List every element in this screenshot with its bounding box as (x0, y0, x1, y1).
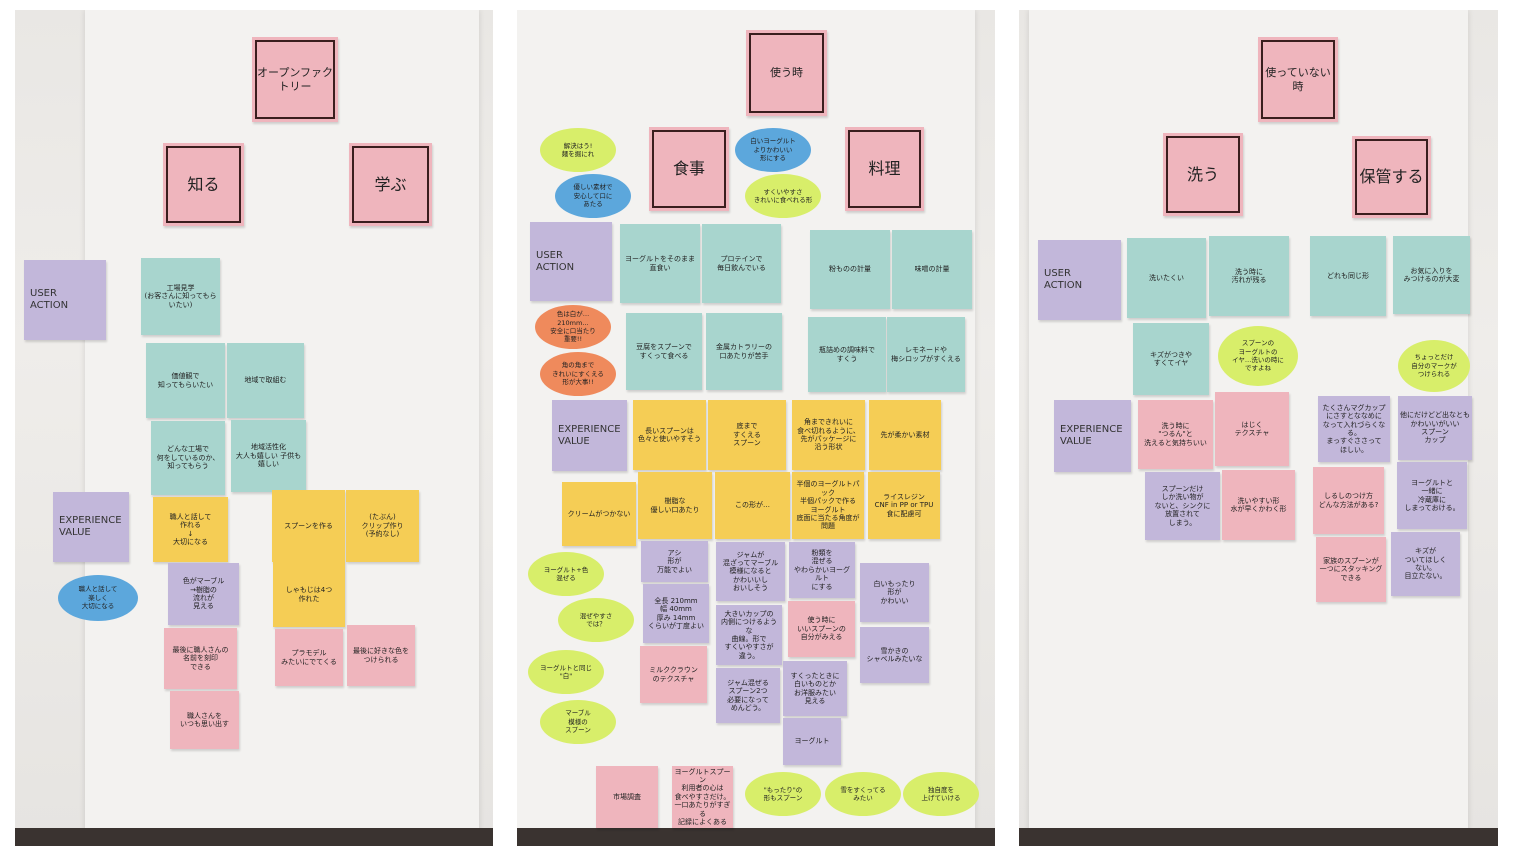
idea-note: 家族のスプーンが 一つにスタッキング できる (1316, 537, 1386, 602)
phase-title-note: 使う時 (746, 30, 827, 116)
row-label-note: EXPERIENCE VALUE (552, 400, 627, 471)
row-label-note: EXPERIENCE VALUE (53, 492, 129, 562)
comment-bubble: 雪をすくってる みたい (825, 772, 901, 816)
user-action-note: 地域活性化 大人も嬉しい 子供も嬉しい (231, 420, 306, 492)
user-action-note: 瓶詰めの調味料で すくう (808, 317, 886, 392)
user-action-note: お気に入りを みつけるのが大変 (1393, 236, 1470, 314)
user-action-note: キズがつきや すくてイヤ (1133, 323, 1209, 395)
comment-bubble: 解決はう! 麺を掘にれ (540, 128, 616, 172)
idea-note: 洗う時に "つるん"と 洗えると気持ちいい (1138, 400, 1213, 469)
floor (517, 828, 995, 846)
experience-note: クリームがつかない (562, 482, 636, 546)
detail-note: ジャムが 混ざってマーブル 模様になると かわいいし おいしそう (716, 542, 785, 601)
detail-note: キズが ついてほしく ない。 目立たない。 (1391, 532, 1460, 596)
idea-note: 洗いやすい形 水が早くかわく形 (1222, 470, 1295, 540)
detail-note: 全長 210mm 幅 40mm 厚み 14mm くらいが丁度よい (643, 584, 709, 643)
row-label-note: USER ACTION (1038, 240, 1121, 320)
stage-note: 料理 (845, 127, 924, 211)
detail-note: 色がマーブル →樹脂の 流れが 見える (168, 563, 239, 625)
detail-note: スプーンだけ しか洗い物が ないと、シンクに 放置されて しまう。 (1145, 472, 1220, 540)
floor (1019, 828, 1498, 846)
comment-bubble: 独自度を 上げていける (903, 772, 979, 816)
comment-bubble: 白いヨーグルト よりかわいい 形にする (735, 128, 811, 172)
detail-note: 他にだけどど出なとも かわいいがいい スプーン カップ (1398, 396, 1472, 460)
experience-note: 半個のヨーグルトパック 半個パックで作る ヨーグルト 底面に当たる角度が 問題 (792, 472, 864, 539)
idea-note: プラモデル みたいにでてくる (275, 629, 343, 686)
experience-note: スプーンを作る (272, 490, 345, 562)
experience-note: 底まで すくえる スプーン (708, 400, 786, 470)
experience-note: しゃもじは4つ 作れた (273, 562, 345, 627)
idea-note: 職人さんを いつも思い出す (170, 691, 239, 749)
user-action-note: 洗いたくい (1127, 238, 1206, 318)
comment-bubble: 職人と話して 楽しく 大切になる (58, 575, 138, 621)
idea-note: ミルククラウン のテクスチャ (640, 646, 707, 703)
detail-note: たくさんマグカップ にさすとななめに なって入れづらくなる。 まっすぐささって … (1318, 396, 1390, 462)
stage-note: 知る (163, 143, 244, 226)
stage-note: 食事 (649, 127, 729, 211)
detail-note: ヨーグルト (783, 718, 841, 765)
experience-note: ライスレジン CNF in PP or TPU 食に配慮可 (868, 472, 940, 539)
row-label-note: EXPERIENCE VALUE (1054, 400, 1131, 472)
user-action-note: ヨーグルトをそのまま 直食い (620, 224, 700, 303)
stage-note: 学ぶ (349, 143, 432, 226)
comment-bubble: 混ぜやすさ では？ (558, 598, 634, 642)
comment-bubble: すくいやすさ きれいに食べれる形 (745, 174, 821, 218)
comment-bubble: 優しい素材で 安心して口に あたる (555, 174, 631, 218)
idea-note: 市場調査 (596, 766, 658, 828)
comment-bubble: "もったり"の 形もスプーン (745, 772, 821, 816)
detail-note: ジャム混ぜる スプーン2つ 必要になって めんどう。 (716, 668, 780, 723)
detail-note: すくったときに 白いものとか お洋服みたい 見える (783, 661, 847, 716)
detail-note: 雪かきの シャベルみたいな (860, 627, 929, 683)
detail-note: 大きいカップの 内側につけるような 曲線。形で すくいやすさが 違う。 (716, 605, 782, 665)
detail-note: アシ 形が 万能でよい (641, 541, 708, 582)
user-action-note: どんな工場で 何をしているのか、 知ってもらう (151, 421, 225, 495)
stage-note: 洗う (1163, 133, 1243, 216)
row-label-note: USER ACTION (530, 222, 612, 301)
comment-bubble: 角の角まで きれいにすくえる 形が大事!! (540, 352, 616, 396)
phase-title-note: 使っていない時 (1258, 37, 1338, 122)
comment-bubble: ヨーグルトと同じ "白" (528, 650, 604, 694)
comment-bubble: ヨーグルト+色 混ぜる (528, 552, 604, 596)
experience-note: 樹脂な 優しい口あたり (638, 472, 712, 539)
comment-bubble: スプーンの ヨーグルトの イヤ…洗いの時に ですよね (1218, 326, 1298, 386)
user-action-note: 価値観で 知ってもらいたい (146, 343, 225, 418)
user-action-note: 金属カトラリーの 口あたりが苦手 (706, 313, 782, 390)
row-label-note: USER ACTION (24, 260, 106, 340)
user-action-note: レモネードや 梅シロップがすくえる (887, 317, 965, 392)
user-action-note: 粉ものの計量 (810, 230, 890, 309)
comment-bubble: マーブル 模様の スプーン (540, 700, 616, 744)
experience-note: 先が柔かい素材 (869, 400, 941, 470)
comment-bubble: 色は白が… 210mm… 安全に口当たり 重要!! (535, 305, 611, 349)
experience-note: 職人と話して 作れる ↓ 大切になる (153, 497, 228, 562)
idea-note: 使う時に いいスプーンの 自分がみえる (788, 601, 855, 657)
detail-note: 粉類を 混ぜる やわらかいヨーグルト にする (789, 542, 855, 598)
user-action-note: 豆腐をスプーンで すくって食べる (626, 313, 702, 390)
user-action-note: 工場見学 (お客さんに知ってもらいたい) (141, 258, 220, 335)
idea-note: ヨーグルトスプーン 利用者の心は 食べやすさだけ。 一口あたりがすぎる 記録によ… (672, 766, 733, 828)
detail-note: ヨーグルトと 一緒に 冷蔵庫に しまっておける。 (1397, 462, 1467, 529)
comment-bubble: ちょっとだけ 自分のマークが つけられる (1398, 340, 1470, 392)
experience-note: この形が… (715, 472, 790, 539)
floor (15, 828, 493, 846)
user-action-note: プロテインで 毎日飲んでいる (702, 224, 781, 303)
experience-note: 長いスプーンは 色々と使いやすそう (633, 400, 706, 470)
stage-note: 保管する (1352, 136, 1431, 218)
idea-note: 最後に好きな色を つけられる (347, 625, 415, 686)
journey-board-open-factory: オープンファクトリー知る 学ぶ USER ACTION 工場見学 (お客さんに知っても… (15, 10, 493, 846)
user-action-note: 洗う時に 汚れが残る (1209, 236, 1289, 316)
idea-note: はじく テクスチャ (1215, 392, 1289, 466)
user-action-note: 味噌の計量 (892, 230, 972, 309)
idea-note: 最後に職人さんの 名前を刻印 できる (164, 628, 237, 689)
user-action-note: どれも同じ形 (1310, 236, 1386, 316)
idea-note: しるしのつけ方 どんな方法がある? (1313, 467, 1384, 534)
phase-title-note: オープンファクトリー (252, 37, 338, 122)
experience-note: 角まできれいに 食べ切れるように、 先がパッケージに 沿う形状 (792, 400, 865, 470)
user-action-note: 地域で取組む (227, 343, 304, 418)
detail-note: 白いもったり 形が かわいい (860, 563, 929, 622)
experience-note: (たぶん) クリップ作り (予約なし) (346, 490, 419, 562)
